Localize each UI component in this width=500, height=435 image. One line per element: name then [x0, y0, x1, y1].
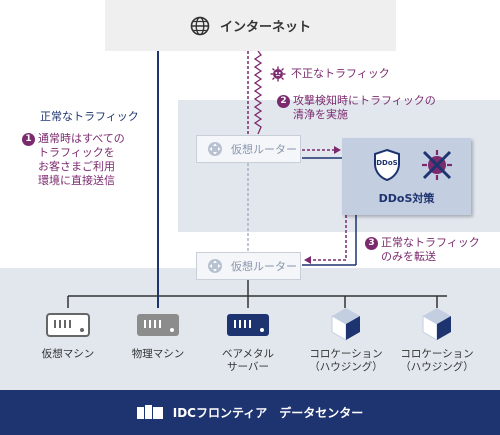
server-gray-icon [137, 314, 179, 336]
normal-traffic-label: 正常なトラフィック [40, 110, 139, 123]
note-1-line: お客さまご利用 [38, 160, 115, 173]
internet-label: インターネット [219, 20, 311, 35]
cube-icon [422, 308, 451, 341]
router-icon [208, 142, 222, 156]
datacenter-footer: IDCフロンティア データセンター [0, 390, 500, 435]
note-3-line: 正常なトラフィック [381, 236, 480, 249]
router-label: 仮想ルーター [231, 143, 297, 156]
windows-logo-icon [136, 404, 163, 421]
device-label-line: （ハウジング） [400, 361, 474, 373]
internet-box: インターネット [105, 0, 396, 51]
device-label-line: サーバー [227, 361, 269, 373]
device-label-line: 物理マシン [131, 348, 185, 360]
step-number-3: 3 [365, 237, 378, 250]
note-1-line: トラフィックを [38, 146, 115, 159]
blocked-virus-icon [422, 150, 452, 180]
device-label-bare-metal: ベアメタル サーバー [203, 348, 293, 374]
device-label-physical-machine: 物理マシン [113, 348, 203, 361]
step-number-2: 2 [277, 95, 290, 108]
globe-icon [190, 16, 210, 35]
step-number-1: 1 [22, 133, 35, 146]
ddos-label: DDoS対策 [378, 192, 435, 205]
server-blue-icon [227, 314, 269, 336]
virtual-router-bottom: 仮想ルーター [196, 252, 301, 280]
note-2-line: 清浄を実施 [293, 108, 348, 121]
device-label-line: （ハウジング） [309, 361, 383, 373]
note-3-line: のみを転送 [381, 250, 436, 263]
ddos-protection-box: DDoS DDoS対策 [342, 138, 471, 215]
ddos-badge-text: DDoS [376, 159, 398, 167]
note-1-line: 環境に直接送信 [38, 174, 115, 187]
cube-icon [331, 308, 360, 341]
bad-traffic-text: 不正なトラフィック [291, 67, 390, 80]
shield-icon [374, 148, 400, 182]
note-2-line: 攻撃検知時にトラフィックの [293, 94, 436, 107]
virtual-router-top: 仮想ルーター [196, 135, 301, 163]
device-label-line: ベアメタル [222, 348, 274, 360]
device-label-colocation: コロケーション （ハウジング） [392, 348, 482, 374]
device-label-colocation: コロケーション （ハウジング） [301, 348, 391, 374]
device-label-line: コロケーション [400, 348, 474, 360]
device-label-virtual-machine: 仮想マシン [23, 348, 113, 361]
device-label-line: 仮想マシン [41, 348, 95, 360]
bad-traffic-label: 不正なトラフィック [270, 66, 390, 82]
server-outline-icon [46, 313, 90, 337]
note-1-line: 通常時はすべての [38, 132, 125, 145]
router-icon [208, 259, 222, 273]
virus-icon [270, 66, 286, 82]
footer-label: IDCフロンティア データセンター [172, 406, 364, 420]
router-label: 仮想ルーター [231, 260, 297, 273]
device-label-line: コロケーション [309, 348, 383, 360]
